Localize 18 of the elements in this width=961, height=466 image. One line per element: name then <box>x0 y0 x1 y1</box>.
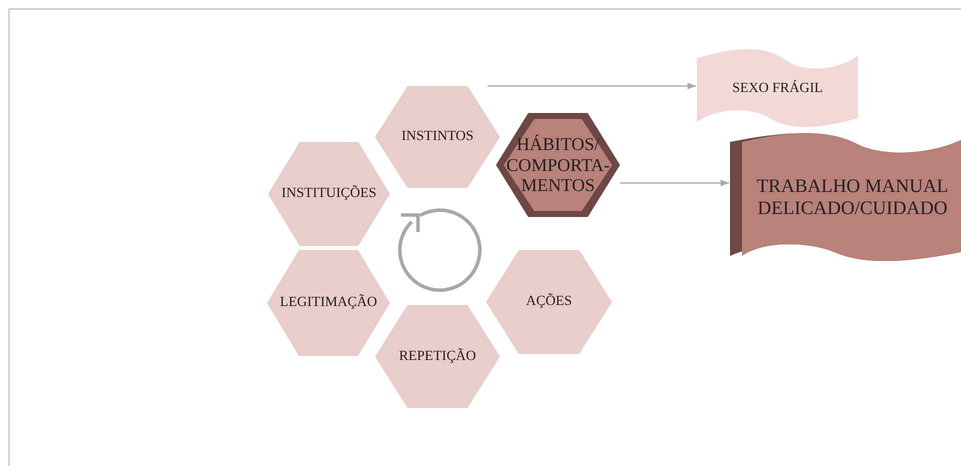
banner-shape <box>730 134 961 262</box>
node-label: SEXO FRÁGIL <box>731 80 824 98</box>
hexagon-shape <box>486 250 612 354</box>
hexagon-shape <box>268 142 390 246</box>
hexagon-shape <box>267 250 390 356</box>
node-label: TRABALHO MANUAL DELICADO/CUIDADO <box>756 176 950 220</box>
banner-shape <box>697 50 858 128</box>
arrow <box>620 180 729 186</box>
arrow <box>488 82 696 90</box>
hexagon-shape <box>375 86 500 188</box>
node-label: INSTITUIÇÕES <box>280 186 378 202</box>
node-label: INSTINTOS <box>400 128 475 146</box>
hexagon-shape <box>375 305 500 408</box>
node-label: LEGITIMAÇÃO <box>278 294 378 312</box>
node-label: AÇÕES <box>525 294 573 310</box>
node-label: HÁBITOS/ COMPORTA- MENTOS <box>506 134 610 196</box>
hexagon-shape <box>496 113 620 217</box>
node-label: REPETIÇÃO <box>398 348 477 365</box>
